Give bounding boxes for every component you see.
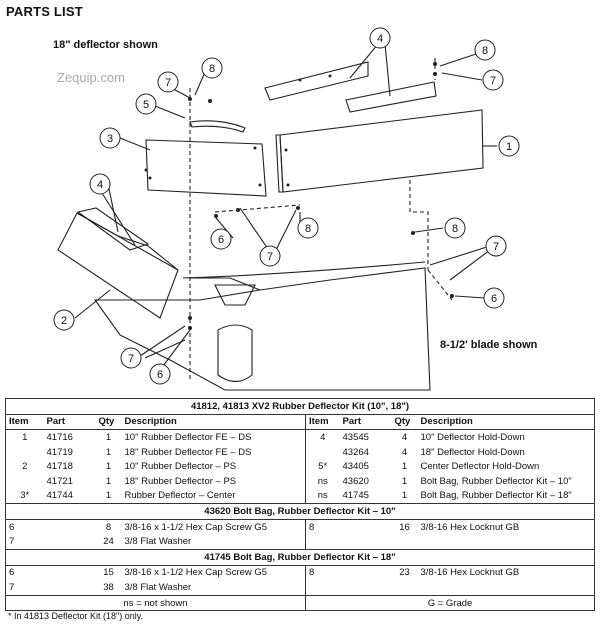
part-holddown-5 (189, 120, 246, 133)
blade-top-edge (182, 261, 426, 279)
callout-3: 3 (107, 133, 113, 145)
part-deflector-2 (57, 212, 179, 319)
legend-row: ns = not shown G = Grade (5, 595, 595, 611)
footnote: * In 41813 Deflector Kit (18") only. (8, 611, 144, 621)
part-deflector-3 (145, 139, 267, 197)
callout-2: 2 (61, 315, 67, 327)
callout-7: 7 (267, 251, 273, 263)
page-title: PARTS LIST (6, 4, 83, 19)
parts-table: 41812, 41813 XV2 Rubber Deflector Kit (1… (5, 398, 595, 612)
callout-5: 5 (143, 99, 149, 111)
callout-8: 8 (305, 223, 311, 235)
bag18-title-row: 41745 Bolt Bag, Rubber Deflector Kit – 1… (5, 548, 595, 566)
cylinder (217, 324, 253, 383)
part-holddown-4-a (264, 61, 369, 101)
kit-title-row: 41812, 41813 XV2 Rubber Deflector Kit (1… (5, 398, 595, 415)
callout-6: 6 (157, 369, 163, 381)
callout-7: 7 (490, 75, 496, 87)
bag10-title-row: 43620 Bolt Bag, Rubber Deflector Kit – 1… (5, 503, 595, 520)
part-deflector-1 (279, 109, 484, 193)
watermark: Zequip.com (57, 70, 125, 85)
part-holddown-4-b (345, 81, 437, 113)
callout-4: 4 (97, 179, 103, 191)
blade-note: 8-1/2' blade shown (440, 339, 538, 351)
callout-4: 4 (377, 33, 383, 45)
callout-8: 8 (452, 223, 458, 235)
callout-7: 7 (165, 77, 171, 89)
legend-ns: ns = not shown (5, 595, 306, 611)
callout-1: 1 (506, 141, 512, 153)
callout-6: 6 (491, 293, 497, 305)
legend-grade: G = Grade (427, 597, 473, 609)
callout-6: 6 (218, 234, 224, 246)
deflector-note: 18" deflector shown (53, 39, 158, 51)
callout-7: 7 (493, 241, 499, 253)
callout-8: 8 (482, 45, 488, 57)
blade (93, 267, 431, 391)
callout-7: 7 (128, 353, 134, 365)
part-holddown-4-left (76, 207, 150, 251)
callout-8: 8 (209, 63, 215, 75)
exploded-diagram: 1 2 3 4 4 5 7 8 8 7 6 7 8 8 7 6 7 6 (53, 27, 520, 391)
